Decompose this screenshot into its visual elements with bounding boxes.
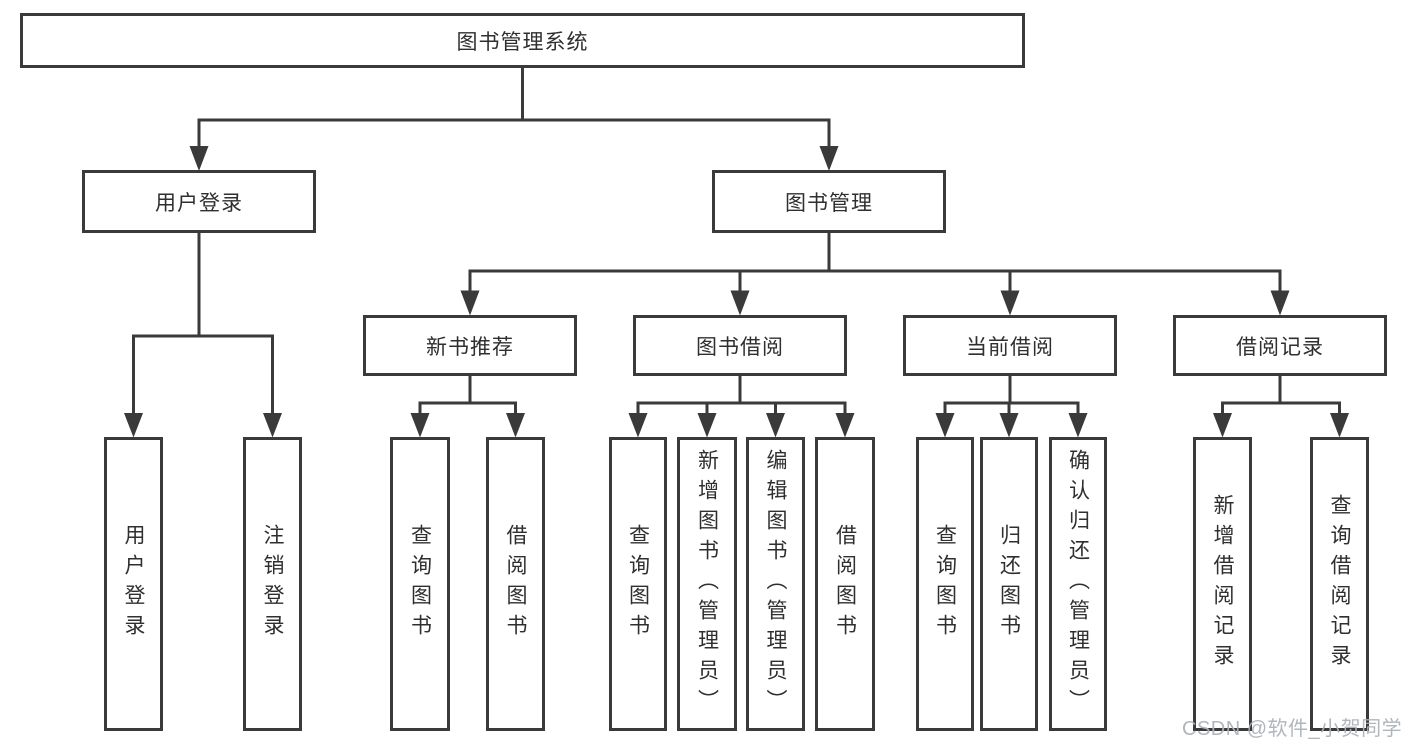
leaf-edit-book-admin: 编辑图书（管理员） <box>746 437 805 731</box>
node-user-login: 用户登录 <box>82 170 316 233</box>
leaf-query-books-newbook: 查询图书 <box>390 437 450 731</box>
node-borrow-records: 借阅记录 <box>1173 315 1387 376</box>
leaf-query-books-current: 查询图书 <box>916 437 974 731</box>
leaf-add-borrow-record: 新增借阅记录 <box>1193 437 1252 731</box>
csdn-watermark: CSDN @软件_小贺同学 <box>1182 718 1403 740</box>
node-new-book-recommend: 新书推荐 <box>363 315 577 376</box>
leaf-query-borrow-record: 查询借阅记录 <box>1310 437 1369 731</box>
leaf-add-book-admin: 新增图书（管理员） <box>677 437 737 731</box>
leaf-logout: 注销登录 <box>243 437 302 731</box>
node-current-borrow: 当前借阅 <box>903 315 1117 376</box>
leaf-query-books-borrow: 查询图书 <box>609 437 667 731</box>
leaf-confirm-return-admin: 确认归还（管理员） <box>1049 437 1107 731</box>
node-book-borrow: 图书借阅 <box>633 315 847 376</box>
leaf-borrow-books-borrow: 借阅图书 <box>815 437 875 731</box>
leaf-return-books: 归还图书 <box>980 437 1038 731</box>
leaf-borrow-books-newbook: 借阅图书 <box>486 437 545 731</box>
node-book-management: 图书管理 <box>712 170 946 233</box>
node-root-system: 图书管理系统 <box>20 13 1025 68</box>
leaf-user-login: 用户登录 <box>104 437 163 731</box>
